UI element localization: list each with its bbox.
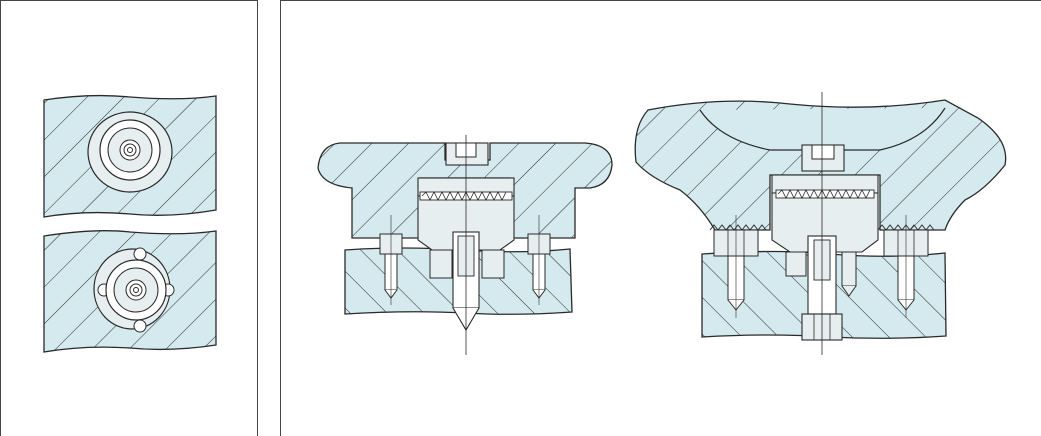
lug-top — [133, 247, 147, 261]
top-view-clamp-with-lugs — [43, 230, 217, 353]
lug-bottom — [133, 319, 147, 333]
left-panel — [0, 0, 258, 436]
workpiece-1 — [317, 142, 613, 239]
spring-coil-2 — [775, 189, 875, 199]
section-clamp-contoured-workpiece — [634, 92, 1007, 355]
top-view-round-clamp — [43, 94, 217, 218]
serrated-pad-left — [709, 224, 767, 231]
section-clamp-flat-workpiece — [317, 135, 613, 355]
